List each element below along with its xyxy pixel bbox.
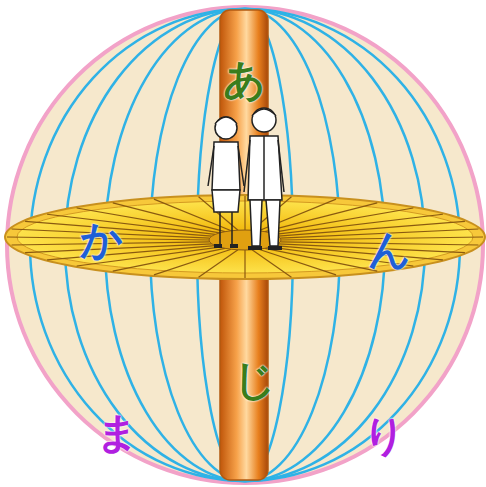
kana-label: ま xyxy=(96,412,139,454)
kana-label: あ xyxy=(223,59,266,101)
petal-line xyxy=(275,246,443,260)
petal-line xyxy=(113,203,225,232)
petal-line xyxy=(252,250,291,277)
petal-line xyxy=(113,248,225,271)
meridian-lines xyxy=(30,9,460,481)
chrysanthemum-disk xyxy=(5,195,485,279)
globe-outline xyxy=(7,7,483,483)
petal-line xyxy=(244,250,245,278)
kana-label: か xyxy=(80,219,123,261)
petal-line xyxy=(154,249,231,275)
petal-line xyxy=(265,248,377,271)
kana-label: ん xyxy=(368,229,411,271)
petal-line xyxy=(244,196,245,230)
people-figures xyxy=(208,108,284,248)
kana-label: じ xyxy=(233,359,276,401)
kana-label: り xyxy=(363,415,406,457)
